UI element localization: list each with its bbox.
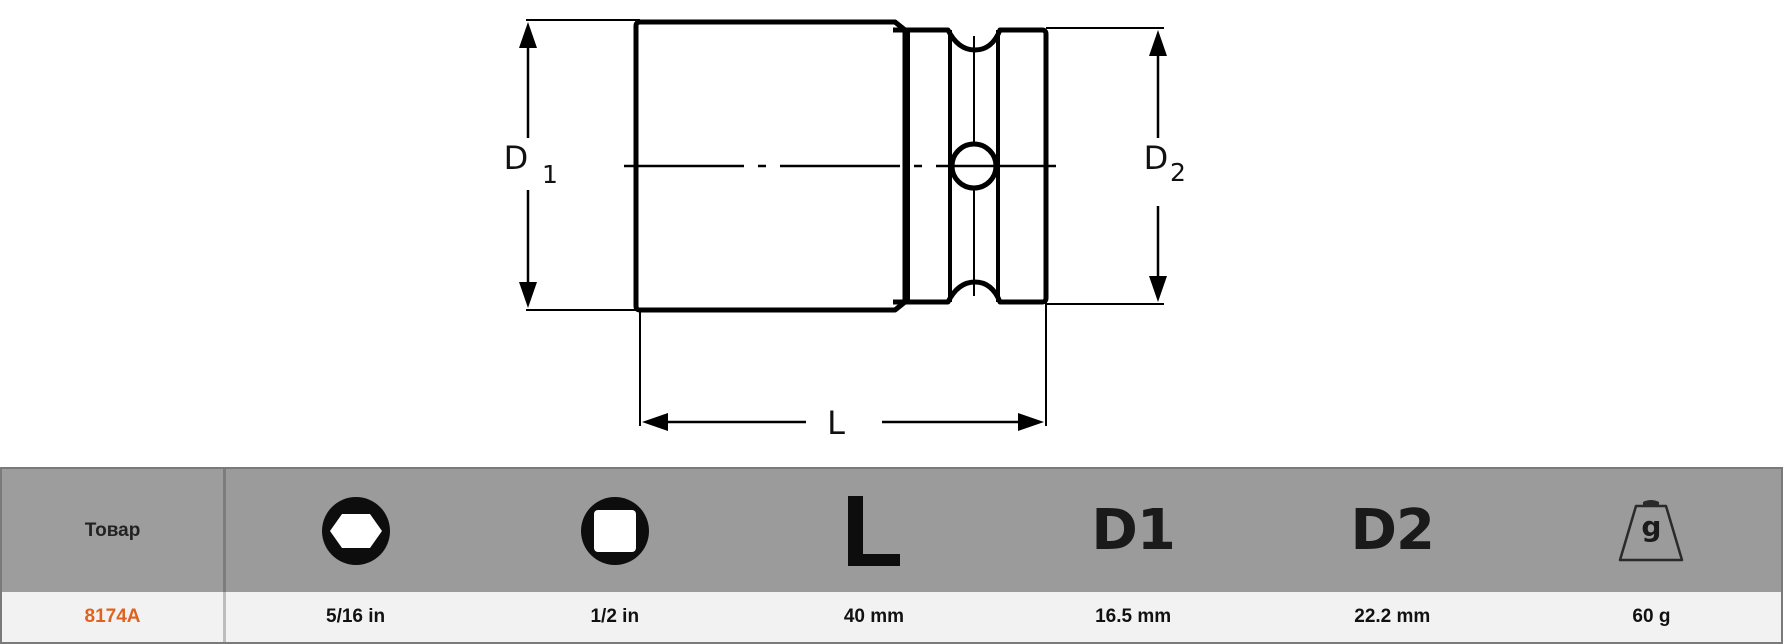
l-arrow-left — [642, 413, 668, 431]
square-drive-value: 1/2 in — [590, 606, 640, 627]
socket-technical-drawing: D 1 D 2 L — [504, 19, 1186, 442]
spec-table: Товар D1 D2 — [0, 467, 1783, 644]
hexagon-drive-icon — [321, 496, 390, 565]
d1-label: D — [504, 139, 529, 177]
product-header-label: Товар — [84, 519, 141, 541]
header-d2: D2 — [1263, 469, 1522, 592]
d2-arrow-up — [1149, 30, 1167, 56]
header-product: Товар — [2, 469, 226, 592]
d1-arrow-down — [519, 282, 537, 308]
product-code-link[interactable]: 8174A — [2, 592, 226, 642]
table-row: 8174A 5/16 in 1/2 in 40 mm 16.5 mm 22.2 … — [2, 592, 1781, 642]
weight-unit-label: g — [1641, 509, 1662, 543]
weight-icon: g — [1616, 496, 1686, 566]
d1-label-sub: 1 — [542, 160, 558, 189]
header-length — [744, 469, 1003, 592]
d2-label: D — [1144, 139, 1169, 177]
d1-value: 16.5 mm — [1095, 606, 1172, 627]
weight-value: 60 g — [1632, 606, 1671, 627]
length-value: 40 mm — [843, 606, 905, 627]
d2-arrow-down — [1149, 276, 1167, 302]
d2-label-sub: 2 — [1170, 158, 1186, 187]
d1-icon: D1 — [1091, 498, 1175, 563]
d2-icon: D2 — [1350, 498, 1435, 563]
table-header-row: Товар D1 D2 — [2, 469, 1781, 592]
socket-body-outline — [633, 19, 908, 313]
d1-arrow-up — [519, 22, 537, 48]
d2-value: 22.2 mm — [1354, 606, 1431, 627]
square-drive-icon — [580, 496, 649, 565]
l-label: L — [827, 404, 845, 442]
length-icon — [847, 495, 900, 566]
l-arrow-right — [1018, 413, 1044, 431]
header-weight: g — [1522, 469, 1781, 592]
hex-size-value: 5/16 in — [326, 606, 386, 627]
header-square — [485, 469, 744, 592]
header-hex — [226, 469, 485, 592]
header-d1: D1 — [1004, 469, 1263, 592]
